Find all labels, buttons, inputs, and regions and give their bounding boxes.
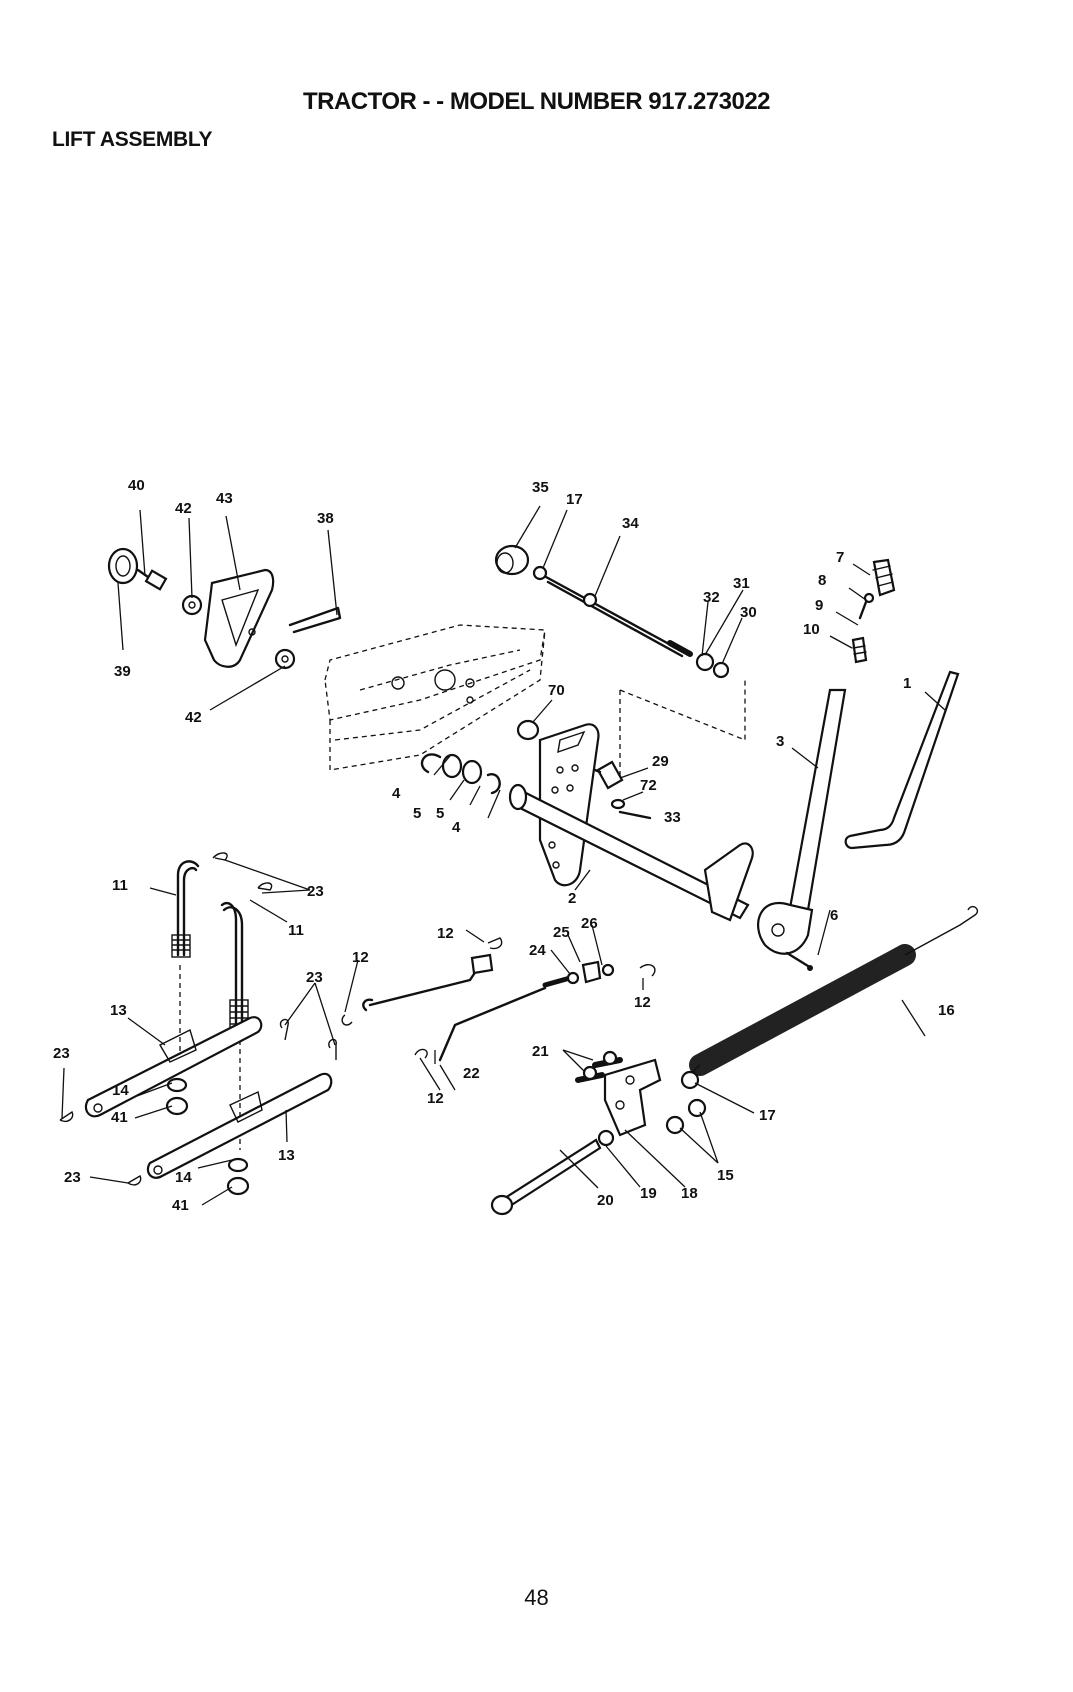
rings-4-5 [422,754,500,793]
callout-34: 34 [622,515,639,532]
callout-12: 12 [634,994,651,1011]
callout-23: 23 [307,883,324,900]
callout-31: 31 [733,575,750,592]
callout-15: 15 [717,1167,734,1184]
callout-13: 13 [278,1147,295,1164]
callout-1: 1 [903,675,911,692]
callout-23: 23 [64,1169,81,1186]
rod-1 [846,672,958,848]
bolt-20 [492,1131,613,1214]
spring-16 [692,907,977,1082]
callout-41: 41 [172,1197,189,1214]
callout-33: 33 [664,809,681,826]
callout-4: 4 [452,819,461,836]
callout-70: 70 [548,682,565,699]
page-number: 48 [0,1585,1073,1611]
callout-32: 32 [703,589,720,606]
callout-8: 8 [818,572,826,589]
callout-14: 14 [112,1082,129,1099]
callout-7: 7 [836,549,844,566]
callout-4: 4 [392,785,401,802]
adjust-rod-assembly [496,546,728,677]
callout-16: 16 [938,1002,955,1019]
callout-2: 2 [568,890,576,907]
callout-18: 18 [681,1185,698,1202]
link-rods [363,955,613,1060]
callout-25: 25 [553,924,570,941]
callout-24: 24 [529,942,546,959]
callout-41: 41 [111,1109,128,1126]
pin-38 [290,608,340,632]
callout-20: 20 [597,1192,614,1209]
callout-40: 40 [128,477,145,494]
callout-42: 42 [185,709,202,726]
callout-22: 22 [463,1065,480,1082]
callout-38: 38 [317,510,334,527]
callout-10: 10 [803,621,820,638]
callout-29: 29 [652,753,669,770]
lift-shaft-2 [510,724,753,920]
callout-19: 19 [640,1185,657,1202]
callout-12: 12 [437,925,454,942]
callout-42: 42 [175,500,192,517]
callout-23: 23 [53,1045,70,1062]
callout-72: 72 [640,777,657,794]
callout-3: 3 [776,733,784,750]
callout-5: 5 [436,805,444,822]
washer-70 [518,721,538,739]
callout-11: 11 [288,922,304,939]
callout-5: 5 [413,805,421,822]
callout-9: 9 [815,597,823,614]
callout-35: 35 [532,479,549,496]
bolt-6 [787,953,808,966]
callout-23: 23 [306,969,323,986]
callout-12: 12 [352,949,369,966]
hairpins [60,853,655,1185]
callout-26: 26 [581,915,598,932]
callout-6: 6 [830,907,838,924]
bracket-18 [578,1052,705,1135]
callout-43: 43 [216,490,233,507]
callout-30: 30 [740,604,757,621]
callout-17: 17 [759,1107,776,1124]
callout-14: 14 [175,1169,192,1186]
callout-21: 21 [532,1043,549,1060]
callout-11: 11 [112,877,128,894]
callout-17: 17 [566,491,583,508]
handle-top-parts [853,560,894,662]
callout-12: 12 [427,1090,444,1107]
callout-13: 13 [110,1002,127,1019]
callout-39: 39 [114,663,131,680]
